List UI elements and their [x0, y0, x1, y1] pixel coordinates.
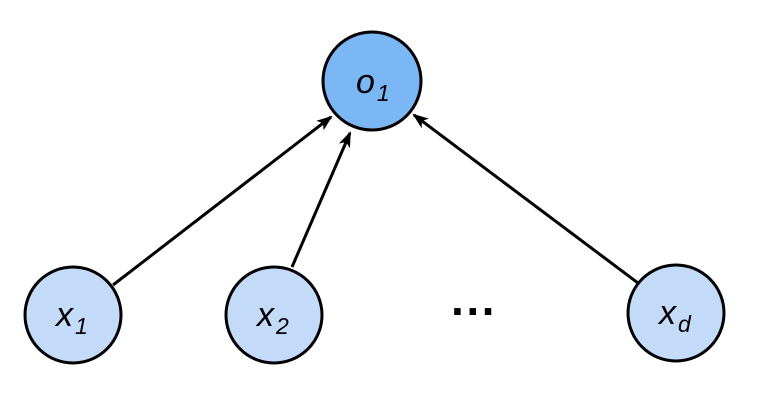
- input-node-x2: x2: [224, 265, 324, 365]
- output-node-var: o: [356, 63, 375, 101]
- input-node-label: x2: [255, 296, 289, 339]
- input-node-circle: [626, 263, 726, 363]
- input-node-subscript: d: [678, 311, 692, 337]
- output-node-label: o1: [356, 63, 390, 106]
- input-node-circle: [224, 265, 324, 365]
- edge-x1-to-o1: [112, 115, 333, 287]
- ellipsis: ···: [451, 285, 497, 337]
- input-node-var: x: [54, 296, 74, 334]
- input-node-var: x: [657, 294, 677, 332]
- input-node-var: x: [255, 296, 275, 334]
- input-node-xd: xd: [626, 263, 726, 363]
- output-node-o1: o1: [321, 30, 423, 132]
- input-node-subscript: 2: [275, 313, 289, 339]
- output-node-subscript: 1: [377, 80, 390, 106]
- input-node-subscript: 1: [75, 313, 88, 339]
- output-node-circle: [321, 30, 423, 132]
- edge-xd-to-o1: [412, 113, 639, 285]
- input-node-label: xd: [657, 294, 692, 337]
- edge-x2-to-o1: [290, 131, 352, 268]
- input-node-circle: [23, 265, 123, 365]
- input-node-label: x1: [54, 296, 88, 339]
- input-node-x1: x1: [23, 265, 123, 365]
